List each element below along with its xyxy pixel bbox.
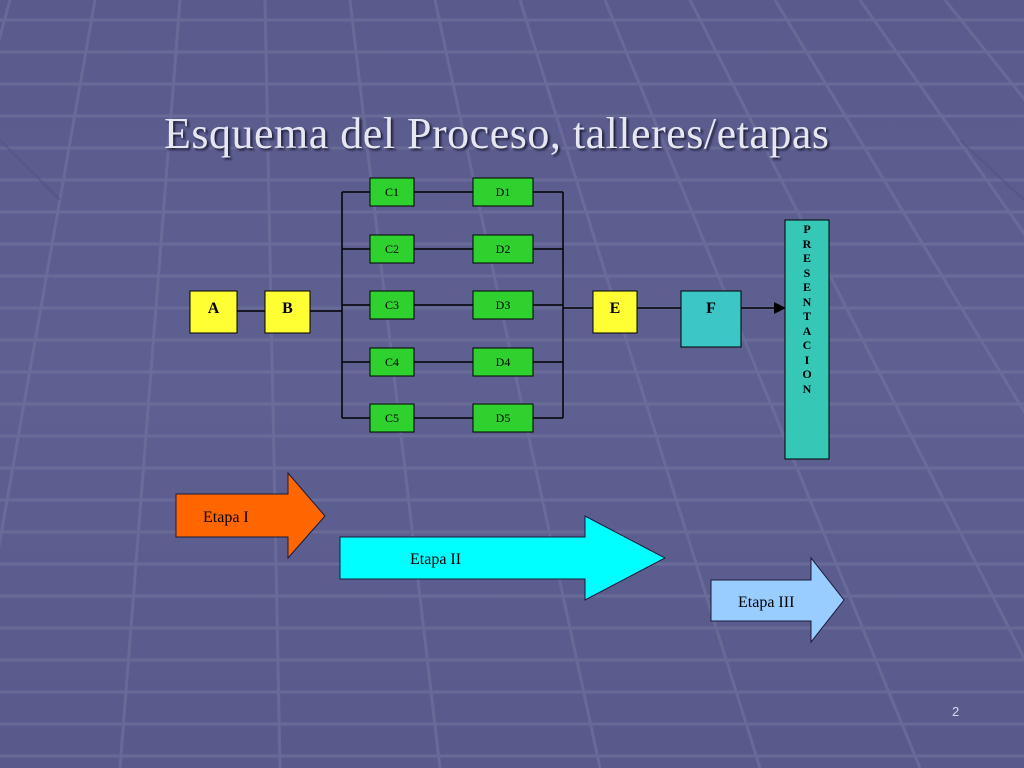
node-d3: D3 [495,298,511,312]
presentacion-letter: A [802,323,812,338]
presentacion-letter: O [802,367,812,381]
node-c3-box [369,290,415,320]
node-c1-box [369,177,415,207]
node-c2-box [369,234,415,264]
presentacion-letter: T [802,309,811,323]
node-d1-box [472,177,534,207]
presentacion-letter: R [802,236,812,251]
node-d4-box [472,347,534,377]
presentacion-letter: C [802,338,812,352]
etapa-2-label: Etapa II [410,551,462,568]
node-d2-box [472,234,534,264]
presentacion-letter: N [802,294,812,309]
node-e-box [592,290,638,334]
page-title: Esquema del Proceso, talleres/etapas [164,109,830,158]
presentacion-label: P R E S E N T A C I O N [785,222,829,396]
node-c2: C2 [384,242,399,256]
arrowhead-presentacion [774,302,786,314]
node-c1: C1 [384,185,399,199]
presentacion-letter: P [803,222,811,236]
node-d5-box [472,403,534,433]
node-c5-box [369,403,415,433]
page-number: 2 [952,704,960,719]
presentacion-letter: E [802,280,811,294]
presentacion-box [784,219,830,460]
node-d3-box [472,290,534,320]
etapa-2-arrow [339,515,667,601]
node-a-box [189,290,238,334]
node-d1: D1 [495,185,511,199]
presentacion-letter: S [803,265,811,280]
node-c3: C3 [384,298,399,312]
presentacion-letter: I [804,352,810,367]
node-c5: C5 [384,411,399,425]
presentacion-letter: E [802,251,811,265]
node-d2: D2 [495,242,511,256]
node-a: A [207,300,220,317]
node-c4-box [369,347,415,377]
node-c4: C4 [384,355,399,369]
node-f: F [706,300,716,317]
node-b-box [264,290,311,334]
etapa-3-label: Etapa III [738,594,795,611]
presentacion-letter: N [802,381,812,396]
node-f-box [680,290,742,348]
node-d5: D5 [495,411,511,425]
etapa-1-label: Etapa I [203,509,249,526]
node-d4: D4 [495,355,511,369]
etapa-1-arrow [175,471,326,560]
node-b: B [282,300,293,317]
node-e: E [609,300,621,317]
etapa-3-arrow [710,556,845,644]
